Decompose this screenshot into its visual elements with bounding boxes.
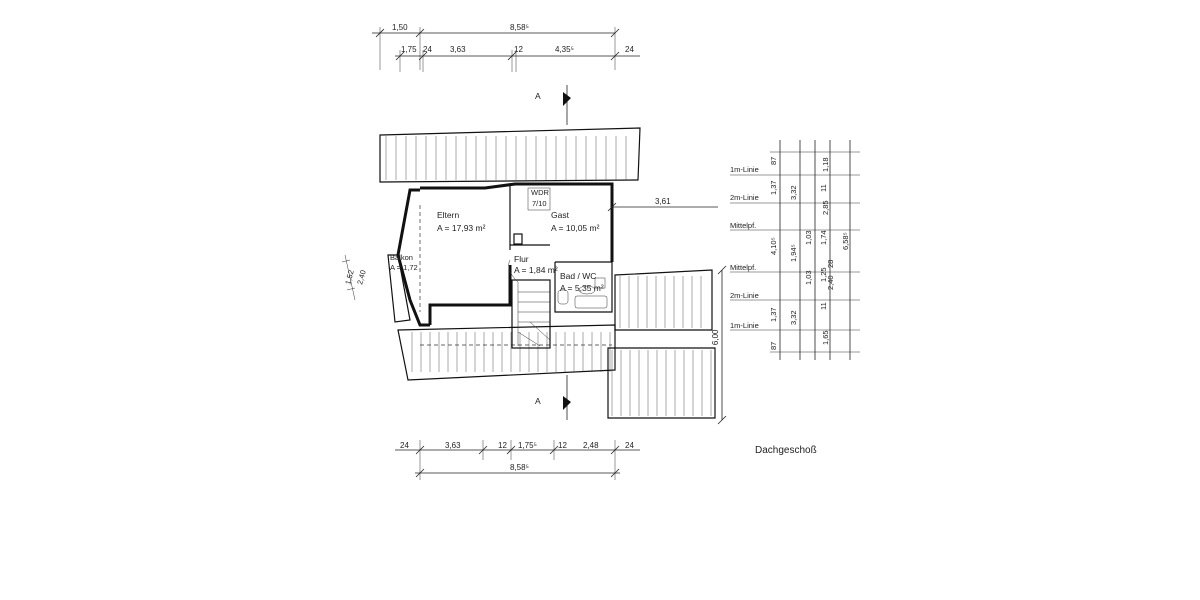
top-dim-1-50: 1,50 [392,23,408,32]
svg-text:11: 11 [819,184,828,192]
svg-text:4,10⁵: 4,10⁵ [769,237,778,255]
bottom-dim-total: 8,58⁵ [510,463,529,472]
dim-6-00: ~ 6,00 [711,265,727,425]
svg-text:1,37: 1,37 [769,180,778,195]
room-gast-name: Gast [551,210,570,220]
level-2m-bottom: 2m-Linie [730,291,759,300]
svg-text:28: 28 [826,260,835,268]
exterior-walls [396,182,614,346]
svg-text:87: 87 [769,157,778,165]
room-flur-area: A = 1,84 m² [514,265,558,275]
wdr-marker: WDR 7/10 [527,187,551,211]
wdr-label: WDR [531,188,549,197]
svg-text:2,40: 2,40 [826,275,835,290]
svg-text:3,32: 3,32 [789,185,798,200]
top-dimension-chain: 1,50 8,58⁵ 1,75 24 3,63 12 4,35⁵ 24 [372,23,640,72]
svg-text:1,74: 1,74 [819,230,828,245]
level-1m-bottom: 1m-Linie [730,321,759,330]
top-dim-1-75: 1,75 [401,45,417,54]
level-section: 1m-Linie 2m-Linie Mittelpf. Mittelpf. 2m… [730,140,860,360]
svg-text:1,94⁵: 1,94⁵ [789,244,798,262]
balcony: 1,52 2,40 [341,254,411,323]
top-dim-12: 12 [514,45,523,54]
svg-text:87: 87 [769,342,778,350]
wdr-value: 7/10 [532,199,547,208]
roof-bottom-right [607,347,716,419]
room-bad-name: Bad / WC [560,271,596,281]
svg-text:11: 11 [819,302,828,310]
section-marker-bottom: A [535,375,571,420]
svg-text:1,03: 1,03 [804,270,813,285]
svg-text:2,85: 2,85 [821,200,830,215]
level-1m-top: 1m-Linie [730,165,759,174]
bottom-dim-12b: 12 [558,441,567,450]
bottom-dim-1-75: 1,75⁵ [518,441,537,450]
level-mittelpf-1: Mittelpf. [730,221,756,230]
bottom-dim-2-48: 2,48 [583,441,599,450]
bottom-dim-12a: 12 [498,441,507,450]
svg-text:6,58⁵: 6,58⁵ [841,232,850,250]
top-dim-total: 8,58⁵ [510,23,529,32]
bath-fixtures [557,277,608,309]
room-balkon-area: A = 1,72 [390,263,418,272]
side-dim-2: 2,40 [355,269,367,285]
bottom-dim-24a: 24 [400,441,409,450]
bottom-dimension-chain: 24 3,63 12 1,75⁵ 12 2,48 24 8,58⁵ [395,440,640,480]
svg-text:1,37: 1,37 [769,307,778,322]
svg-text:3,32: 3,32 [789,310,798,325]
dim-3-61: 3,61 [607,197,718,212]
svg-text:1,03: 1,03 [804,230,813,245]
room-bad-area: A = 5,35 m² [560,283,604,293]
svg-text:1,65: 1,65 [821,330,830,345]
section-label-bottom: A [535,396,541,406]
chimney [513,233,523,245]
top-dim-24a: 24 [423,45,432,54]
svg-text:~ 6,00: ~ 6,00 [711,329,720,352]
svg-text:1,25: 1,25 [819,267,828,282]
room-balkon-name: Balkon [390,253,413,262]
top-dim-3-63: 3,63 [450,45,466,54]
svg-text:3,61: 3,61 [655,197,671,206]
room-gast-area: A = 10,05 m² [551,223,600,233]
bottom-dim-24b: 24 [625,441,634,450]
svg-text:1,18: 1,18 [821,157,830,172]
roof-right-dormer [614,269,713,331]
staircase [508,259,551,349]
section-label-top: A [535,91,541,101]
plan-title: Dachgeschoß [755,445,817,456]
level-2m-top: 2m-Linie [730,193,759,202]
roof-top [379,127,641,183]
top-dim-4-35: 4,35⁵ [555,45,574,54]
roof-bottom [397,324,616,381]
room-eltern-name: Eltern [437,210,459,220]
room-eltern-area: A = 17,93 m² [437,223,486,233]
side-dim-1: 1,52 [343,269,355,285]
room-flur-name: Flur [514,254,529,264]
top-dim-24b: 24 [625,45,634,54]
section-marker-top: A [535,85,571,125]
level-mittelpf-2: Mittelpf. [730,263,756,272]
bottom-dim-3-63: 3,63 [445,441,461,450]
